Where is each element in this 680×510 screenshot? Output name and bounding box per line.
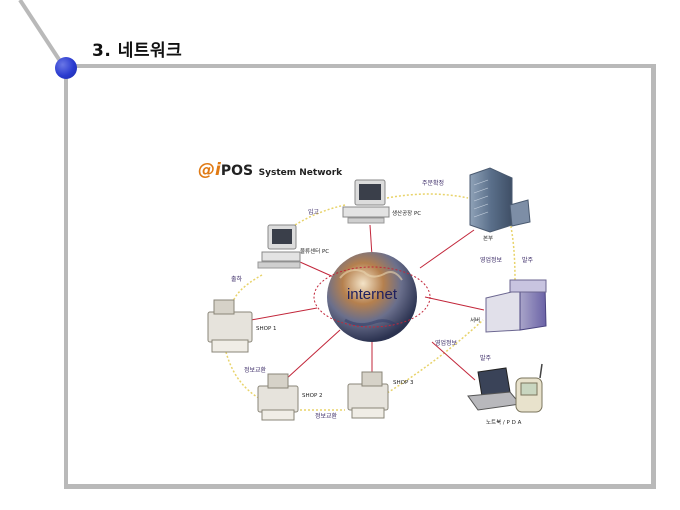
edge-info-exchange-2: 정보교환 (315, 412, 338, 420)
notebook-pda-label: 노트북 / P D A (486, 419, 522, 426)
shop1-label: SHOP 1 (256, 326, 277, 332)
server-label: 서버 (470, 316, 480, 324)
edge-order-1: 발주 (522, 256, 534, 264)
notebook-icon (467, 367, 521, 411)
logo: @iPOS System Network (198, 160, 342, 180)
shop2-pos-icon (257, 373, 299, 421)
factory-pc-icon (342, 179, 390, 224)
bullet-dot-icon (55, 57, 77, 79)
hq-label: 본부 (483, 235, 493, 242)
shop3-label: SHOP 3 (393, 380, 414, 386)
logo-system-network: System Network (258, 168, 343, 178)
edge-ship-out: 출하 (231, 275, 243, 283)
page-title: 3. 네트워크 (92, 41, 183, 61)
logo-pos: POS (220, 163, 254, 179)
edge-sales-info-2: 영업정보 (435, 339, 458, 347)
edge-order-receive: 주문확정 (422, 179, 444, 187)
internet-label: internet (347, 286, 398, 303)
internet-globe: internet (313, 252, 431, 342)
internet-links (250, 224, 485, 381)
factory-pc-label: 생산공장 PC (392, 209, 421, 217)
edge-order-2: 발주 (480, 354, 492, 362)
shop1-pos-icon (207, 299, 253, 353)
logistics-pc-label: 물류센터 PC (300, 247, 329, 255)
server-icon (485, 279, 547, 333)
shop2-label: SHOP 2 (302, 393, 323, 399)
decorative-diagonal-line (18, 0, 64, 66)
shop3-pos-icon (347, 371, 389, 419)
edge-info-exchange-1: 정보교환 (244, 366, 267, 374)
edge-stock-in: 입고 (308, 208, 320, 216)
edge-sales-info-1: 영업정보 (480, 256, 503, 264)
pda-icon (515, 363, 543, 413)
logistics-pc-icon (257, 224, 301, 269)
hq-building-icon (469, 167, 531, 233)
logo-at-mark: @i (198, 160, 221, 180)
